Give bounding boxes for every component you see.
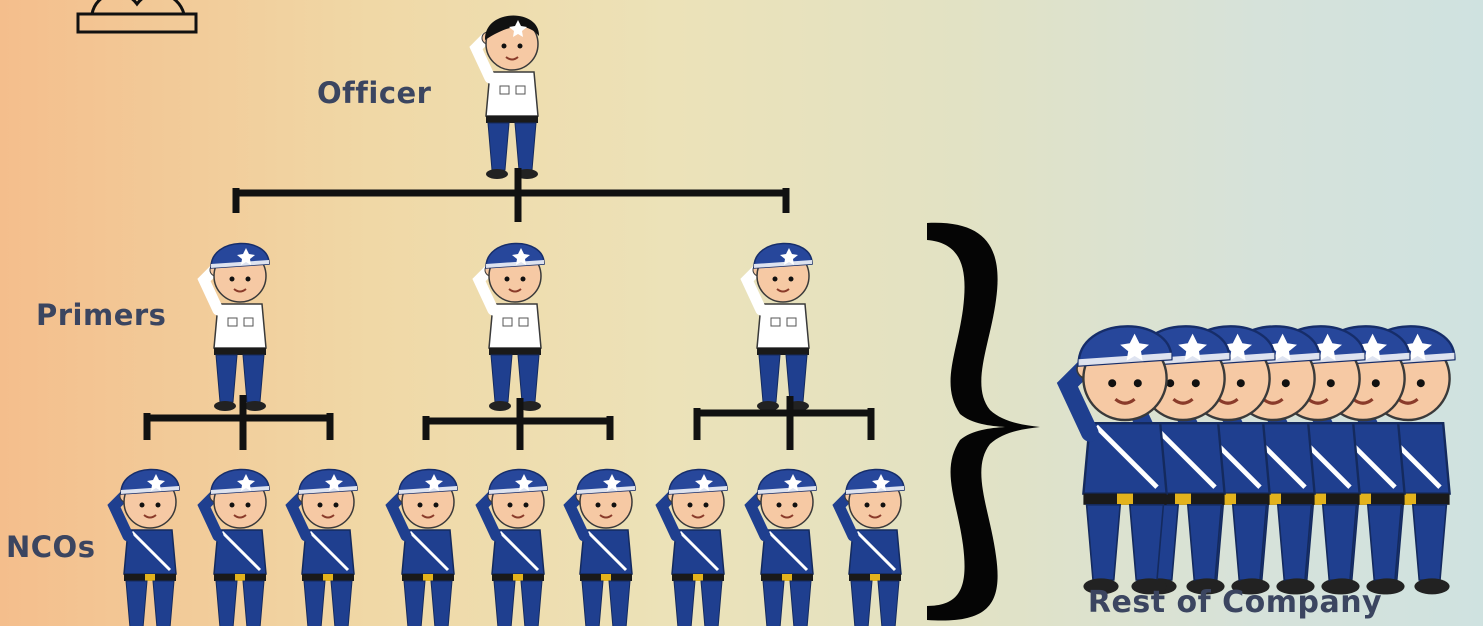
nco-figure-icon <box>570 469 635 626</box>
helmet-outline-icon <box>76 0 198 34</box>
nco-figure-icon <box>204 469 269 626</box>
primer-figure-icon <box>204 243 269 411</box>
right-curly-brace-icon <box>927 222 1040 621</box>
primer-connector-2 <box>422 398 614 450</box>
nco-figure-icon <box>482 469 547 626</box>
primers-label: Primers <box>36 298 167 332</box>
ncos-label: NCOs <box>6 530 96 564</box>
officer-figure-icon <box>476 15 539 179</box>
nco-figure-icon <box>114 469 179 626</box>
nco-figure-icon <box>392 469 457 626</box>
nco-figure-icon <box>839 469 904 626</box>
officer-connector <box>232 168 790 222</box>
primer-figure-icon <box>747 243 812 411</box>
primer-connector-1 <box>143 395 334 450</box>
saluting-soldier-icon <box>1067 326 1171 594</box>
rest-of-company-label: Rest of Company <box>1087 585 1383 620</box>
nco-figure-icon <box>662 469 727 626</box>
nco-figure-icon <box>751 469 816 626</box>
primer-figure-icon <box>479 243 544 411</box>
primer-connector-3 <box>693 396 875 450</box>
officer-label: Officer <box>317 76 432 110</box>
nco-figure-icon <box>292 469 357 626</box>
